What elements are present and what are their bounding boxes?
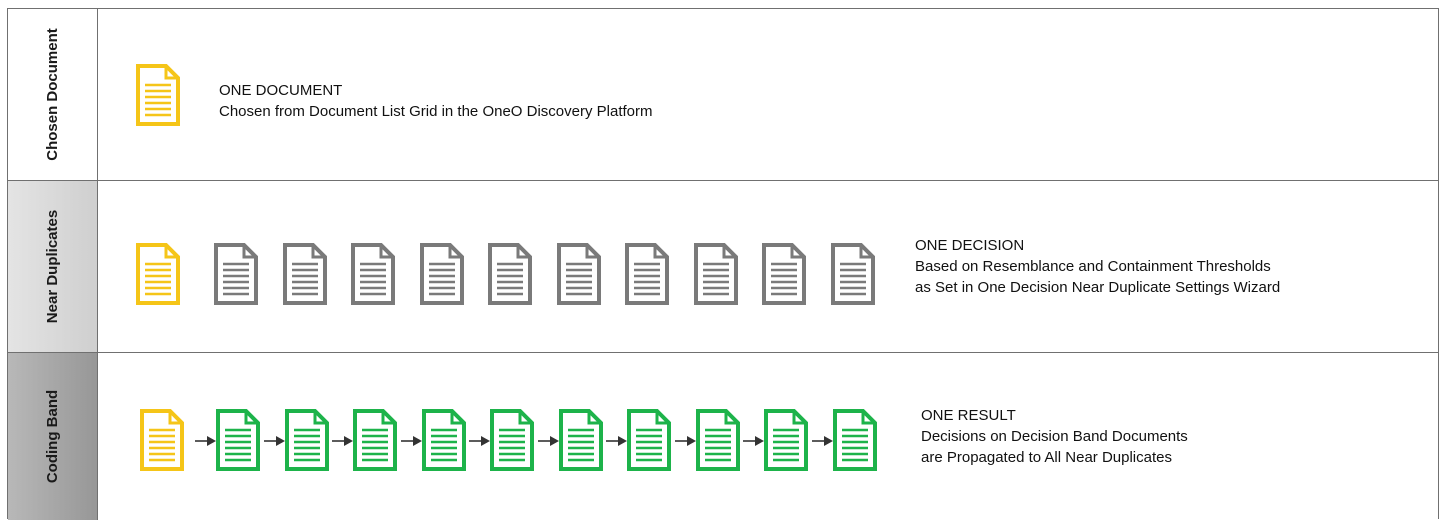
band-label: Chosen Document (44, 28, 62, 161)
near-duplicate-document-icon (350, 242, 396, 311)
arrow-right-icon (811, 434, 834, 452)
caption-line: are Propagated to All Near Duplicates (921, 449, 1172, 466)
coded-document-icon (421, 408, 467, 477)
arrow-right-icon (195, 434, 217, 452)
band-header-chosen-document: Chosen Document (8, 9, 98, 180)
near-duplicate-document-icon (693, 242, 739, 311)
coding-band: Coding Band ONE RESULT Decisions on Deci… (8, 353, 1438, 520)
coded-document-icon (695, 408, 741, 477)
chosen-document-icon (135, 242, 181, 311)
chosen-document-icon (139, 408, 185, 477)
caption-title: ONE DOCUMENT (219, 82, 343, 99)
caption-title: ONE RESULT (921, 407, 1016, 424)
caption-title: ONE DECISION (915, 237, 1025, 254)
coded-document-icon (626, 408, 672, 477)
near-duplicate-document-icon (761, 242, 807, 311)
near-duplicate-document-icon (624, 242, 670, 311)
arrow-right-icon (606, 434, 628, 452)
band-header-coding-band: Coding Band (8, 353, 98, 520)
chosen-document-band: Chosen Document ONE DOCUMENT Chosen from… (8, 9, 1438, 181)
coded-document-icon (284, 408, 330, 477)
coded-document-icon (763, 408, 809, 477)
caption-line: Chosen from Document List Grid in the On… (219, 103, 653, 120)
coded-document-icon (215, 408, 261, 477)
diagram-frame: Chosen Document ONE DOCUMENT Chosen from… (7, 8, 1439, 520)
band-label: Coding Band (44, 389, 62, 484)
arrow-right-icon (743, 434, 765, 452)
near-duplicate-document-icon (419, 242, 465, 311)
arrow-right-icon (263, 434, 286, 452)
arrow-right-icon (674, 434, 697, 452)
arrow-right-icon (400, 434, 423, 452)
arrow-right-icon (332, 434, 354, 452)
coded-document-icon (489, 408, 535, 477)
coded-document-icon (352, 408, 398, 477)
coded-document-icon (558, 408, 604, 477)
caption-line: Decisions on Decision Band Documents (921, 428, 1188, 445)
near-duplicate-document-icon (282, 242, 328, 311)
chosen-document-caption: ONE DOCUMENT Chosen from Document List G… (219, 80, 653, 122)
arrow-right-icon (469, 434, 491, 452)
near-duplicate-document-icon (556, 242, 602, 311)
near-duplicate-document-icon (213, 242, 259, 311)
chosen-document-icon (135, 63, 181, 132)
near-duplicate-document-icon (487, 242, 533, 311)
arrow-right-icon (537, 434, 560, 452)
near-duplicate-document-icon (830, 242, 876, 311)
near-duplicates-band: Near Duplicates ONE DECISION Based on Re… (8, 181, 1438, 353)
near-duplicates-caption: ONE DECISION Based on Resemblance and Co… (915, 235, 1280, 298)
caption-line: Based on Resemblance and Containment Thr… (915, 258, 1271, 275)
band-header-near-duplicates: Near Duplicates (8, 181, 98, 352)
band-label: Near Duplicates (44, 209, 62, 324)
coded-document-icon (832, 408, 878, 477)
caption-line: as Set in One Decision Near Duplicate Se… (915, 279, 1281, 296)
coding-band-caption: ONE RESULT Decisions on Decision Band Do… (921, 405, 1188, 468)
